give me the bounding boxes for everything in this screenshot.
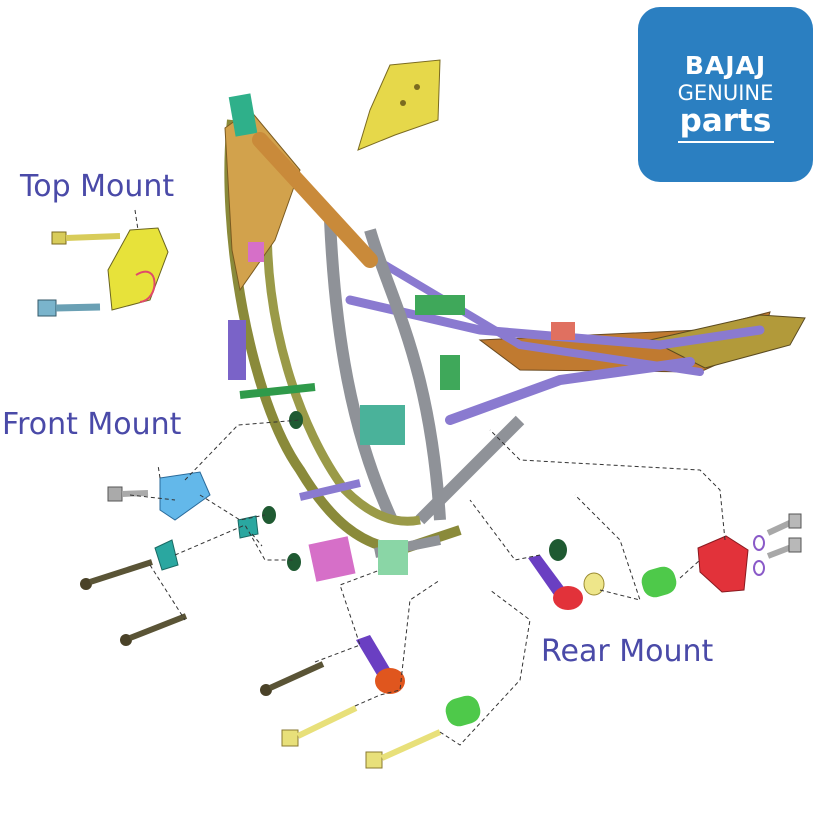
frame-bracket-green2: [440, 355, 460, 390]
rear-mount-label: Rear Mount: [541, 634, 714, 669]
rear-mount-bracket-red: [697, 535, 749, 593]
frame-bracket-pink-small: [248, 242, 264, 262]
rear-mount-rubber: [549, 539, 567, 561]
front-mount-bolt-long-1: [80, 559, 153, 590]
logo-underline: [678, 141, 774, 143]
rear-mount-damper-red: [553, 586, 583, 610]
front-mount-rubber-3: [287, 553, 301, 571]
bajaj-genuine-parts-logo: BAJAJ GENUINE parts: [638, 7, 813, 182]
front-mount-bolt-long-2: [120, 613, 188, 646]
lower-mount-bolt-dark: [260, 661, 325, 696]
engine-hanger-bracket: [357, 59, 441, 151]
lower-mount-group: [260, 635, 481, 769]
frame-bracket-green: [415, 295, 465, 315]
cross-member-purple: [299, 479, 361, 501]
rear-mount-bolt-1: [766, 513, 802, 536]
front-mount-spacer-teal-2: [237, 515, 259, 539]
front-mount-bracket-blue: [159, 471, 211, 521]
cross-member-green: [239, 383, 316, 399]
backbone-tube: [252, 132, 378, 268]
frame-bracket-mint: [378, 540, 408, 575]
top-mount-bolt-1: [51, 231, 121, 245]
top-mount-label: Top Mount: [20, 169, 175, 204]
front-mount-bolt-grey: [107, 486, 149, 502]
frame-bracket-red: [551, 322, 575, 340]
rear-lower-tube: [356, 246, 704, 376]
rear-mount-clip-1: [753, 535, 765, 551]
front-loop-tube-inner: [262, 209, 421, 526]
leader-lines: [129, 209, 726, 746]
front-mount-rubber-2: [262, 506, 276, 524]
rear-mount-bolt-2: [766, 537, 802, 559]
lower-mount-damper-orange: [375, 668, 405, 694]
logo-brand-text: BAJAJ: [684, 51, 767, 80]
frame-bracket-pink: [308, 536, 356, 582]
logo-genuine-text: GENUINE: [677, 81, 774, 105]
rear-mount-damper-purple: [528, 555, 566, 598]
top-mount-group: [37, 227, 169, 317]
front-mount-group: [80, 411, 303, 646]
rear-mount-group: [528, 513, 802, 610]
rear-mount-washer-yellow: [583, 572, 605, 596]
front-mount-label: Front Mount: [2, 407, 182, 442]
top-mount-bracket: [107, 227, 169, 311]
top-mount-clip: [135, 270, 156, 303]
rear-mount-bushing-green: [641, 566, 677, 598]
lower-mount-bolt-yellow-1: [281, 705, 358, 747]
centre-down-tube-left: [324, 219, 398, 523]
lower-mount-bushing-green: [445, 695, 481, 727]
rear-grey-tube: [415, 415, 525, 525]
frame-bracket-teal: [360, 405, 405, 445]
rear-mount-clip-2: [753, 560, 765, 576]
headstock-tube: [228, 93, 258, 137]
frame-bracket-purple: [228, 320, 246, 380]
front-mount-spacer-teal: [154, 539, 179, 571]
centre-down-tube-right: [364, 228, 446, 521]
rear-seat-mount-plate: [648, 314, 806, 369]
logo-parts-text: parts: [679, 103, 772, 139]
lower-mount-bolt-yellow-2: [365, 729, 442, 769]
lower-mount-damper-purple: [356, 635, 392, 680]
rear-stay-tube: [445, 357, 695, 425]
main-frame: [224, 93, 806, 582]
top-mount-bolt-2: [37, 299, 101, 317]
